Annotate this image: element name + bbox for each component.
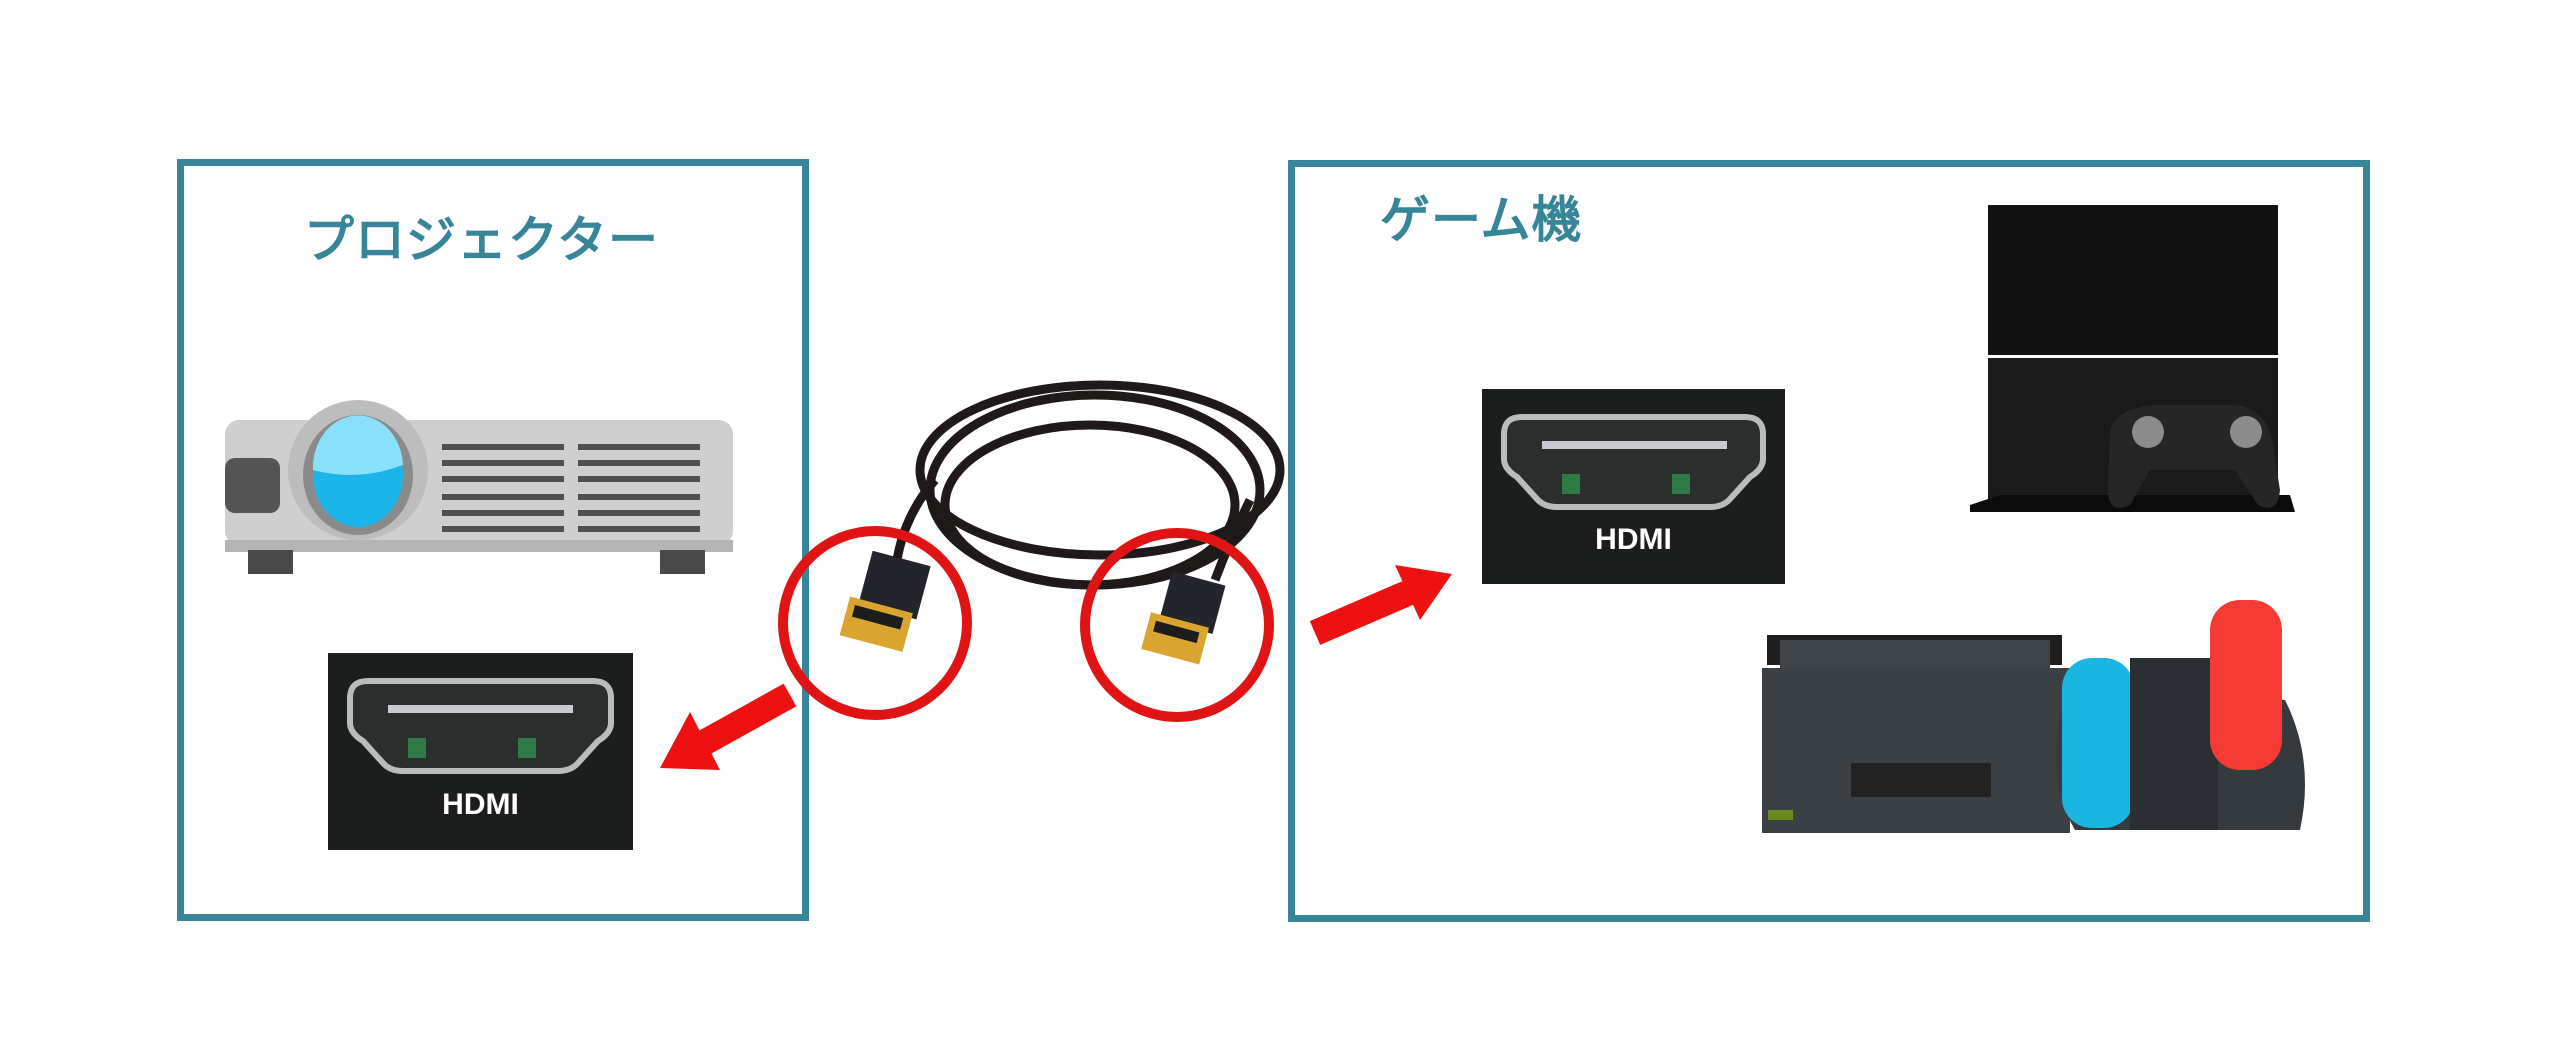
left-plug-highlight — [778, 526, 972, 720]
console-hdmi-port-image: HDMI — [1482, 389, 1785, 584]
arrow-to-console-icon — [1309, 565, 1452, 645]
game-console-panel — [1288, 160, 2370, 922]
nintendo-switch-icon — [1762, 600, 2305, 833]
hdmi-port-icon — [1501, 414, 1766, 510]
hdmi-port-icon — [347, 678, 614, 774]
hdmi-plug-left-icon — [839, 550, 931, 652]
hdmi-cable-icon — [890, 380, 1285, 590]
projector-icon — [225, 400, 733, 574]
projector-hdmi-label: HDMI — [442, 788, 519, 822]
projector-hdmi-port-image: HDMI — [328, 653, 633, 850]
right-plug-highlight — [1080, 528, 1274, 722]
ps4-console-icon — [1970, 205, 2295, 512]
projector-title: プロジェクター — [304, 211, 659, 269]
arrow-to-projector-icon — [660, 683, 797, 770]
game-console-title: ゲーム機 — [1380, 191, 1583, 249]
projector-panel — [177, 159, 809, 921]
hdmi-plug-right-icon — [1141, 571, 1226, 665]
console-hdmi-label: HDMI — [1595, 522, 1672, 556]
